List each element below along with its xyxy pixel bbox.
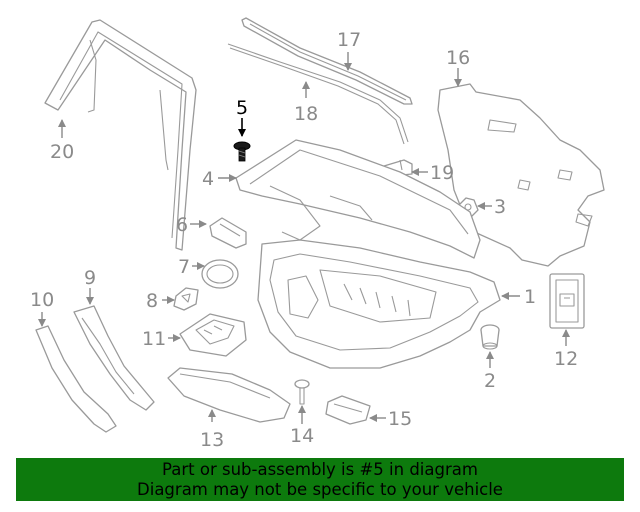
callout-11: 11 bbox=[142, 328, 166, 350]
callout-10: 10 bbox=[30, 289, 54, 311]
part-5-bolt bbox=[233, 141, 251, 162]
part-switch-panel-11 bbox=[179, 313, 247, 357]
leader-lines bbox=[38, 52, 570, 424]
part-bracket-6 bbox=[209, 217, 247, 249]
part-grommet-2 bbox=[480, 324, 500, 350]
callout-6: 6 bbox=[176, 214, 188, 236]
part-armrest-13 bbox=[167, 367, 291, 423]
callout-14: 14 bbox=[290, 425, 314, 447]
callout-3: 3 bbox=[494, 196, 506, 218]
callout-5: 5 bbox=[236, 97, 248, 119]
callout-17: 17 bbox=[337, 29, 361, 51]
part-pull-handle-9 bbox=[73, 305, 155, 411]
callout-16: 16 bbox=[446, 47, 470, 69]
notice-banner: Part or sub-assembly is #5 in diagram Di… bbox=[16, 458, 624, 501]
part-trim-8 bbox=[173, 287, 199, 311]
notice-line-1: Part or sub-assembly is #5 in diagram bbox=[162, 460, 478, 479]
callout-15: 15 bbox=[388, 408, 412, 430]
part-courtesy-light-15 bbox=[325, 395, 371, 425]
part-window-frame bbox=[44, 19, 197, 251]
callout-20: 20 bbox=[50, 141, 74, 163]
notice-line-2: Diagram may not be specific to your vehi… bbox=[137, 480, 503, 499]
callout-9: 9 bbox=[84, 267, 96, 289]
part-speaker-ring-7 bbox=[201, 259, 239, 289]
part-upper-seal-strip bbox=[241, 17, 413, 105]
part-trim-strip-10 bbox=[35, 325, 117, 433]
part-belt-molding bbox=[227, 43, 409, 145]
callout-1: 1 bbox=[524, 286, 536, 308]
part-push-pin-14 bbox=[294, 379, 310, 405]
callout-19: 19 bbox=[430, 162, 454, 184]
callout-7: 7 bbox=[178, 256, 190, 278]
callout-18: 18 bbox=[294, 103, 318, 125]
callout-2: 2 bbox=[484, 370, 496, 392]
part-upper-trim-panel bbox=[235, 139, 481, 259]
part-door-trim-panel bbox=[257, 239, 501, 369]
part-switch-12 bbox=[549, 273, 585, 329]
callout-12: 12 bbox=[554, 348, 578, 370]
callout-8: 8 bbox=[146, 290, 158, 312]
callout-4: 4 bbox=[202, 168, 214, 190]
parts-diagram: 20 17 18 16 19 3 4 5 6 7 8 11 9 10 13 14… bbox=[30, 17, 605, 451]
callout-13: 13 bbox=[200, 429, 224, 451]
